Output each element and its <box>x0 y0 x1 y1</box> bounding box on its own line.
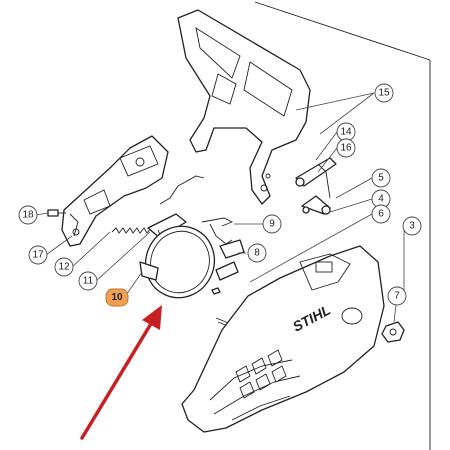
svg-text:14: 14 <box>340 127 352 138</box>
callout-3: 3 <box>402 216 422 236</box>
svg-text:18: 18 <box>22 210 34 221</box>
callout-6: 6 <box>371 204 391 224</box>
svg-text:9: 9 <box>269 219 275 230</box>
callout-8: 8 <box>247 243 267 263</box>
callout-5: 5 <box>371 168 391 188</box>
callout-9: 9 <box>262 214 282 234</box>
svg-text:8: 8 <box>254 248 260 259</box>
svg-text:6: 6 <box>378 209 384 220</box>
svg-text:17: 17 <box>32 250 44 261</box>
svg-text:10: 10 <box>111 292 123 303</box>
brake-band <box>139 225 216 299</box>
small-parts <box>211 239 245 331</box>
callout-12: 12 <box>54 257 74 277</box>
pointer-arrow <box>80 305 162 440</box>
svg-text:12: 12 <box>58 262 70 273</box>
brake-band-housing <box>61 135 169 247</box>
callout-16: 16 <box>336 138 356 158</box>
callout-17: 17 <box>28 245 48 265</box>
svg-text:5: 5 <box>378 173 384 184</box>
callout-7: 7 <box>387 286 407 306</box>
svg-text:3: 3 <box>409 221 415 232</box>
callout-10-highlighted: 10 <box>105 288 129 307</box>
callout-18: 18 <box>18 205 38 225</box>
callout-11: 11 <box>78 271 98 291</box>
svg-text:15: 15 <box>378 88 390 99</box>
svg-text:4: 4 <box>378 194 384 205</box>
callout-15: 15 <box>374 83 394 103</box>
svg-text:7: 7 <box>394 291 400 302</box>
collar-nut <box>381 321 405 343</box>
callout-14: 14 <box>336 122 356 142</box>
hand-guard <box>177 9 311 205</box>
brake-linkage <box>295 157 337 215</box>
sprocket-cover <box>181 245 385 433</box>
leader-lines <box>35 92 405 323</box>
svg-text:11: 11 <box>83 276 94 287</box>
frame-lines <box>254 1 431 450</box>
svg-text:16: 16 <box>340 143 352 154</box>
wire-spring <box>201 217 234 245</box>
